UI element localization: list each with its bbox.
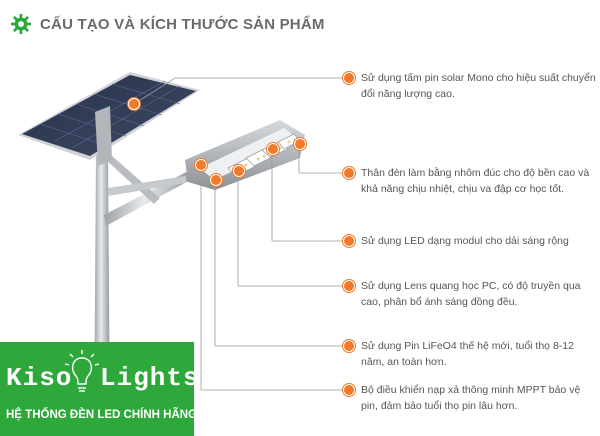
section-header: CẤU TẠO VÀ KÍCH THƯỚC SẢN PHẨM bbox=[10, 10, 325, 38]
callout-dot-lens bbox=[233, 165, 245, 177]
lamp-head bbox=[185, 120, 305, 190]
brand-tagline: HỆ THỐNG ĐÈN LED CHÍNH HÃNG bbox=[6, 409, 198, 421]
leader-lines bbox=[133, 77, 346, 391]
callout-dot-led bbox=[267, 143, 279, 155]
callout-dot-body bbox=[294, 138, 306, 150]
callout-dot-right-3 bbox=[343, 235, 355, 247]
callout-dot-battery bbox=[210, 174, 222, 186]
gear-icon bbox=[10, 13, 32, 35]
feature-lamp-body: Thân đèn làm bằng nhôm đúc cho độ bền ca… bbox=[361, 167, 590, 195]
feature-optical-lens: Sử dụng Lens quang học PC, có độ truyền … bbox=[361, 280, 581, 308]
page-title: CẤU TẠO VÀ KÍCH THƯỚC SẢN PHẨM bbox=[40, 15, 325, 33]
feature-led-module: Sử dụng LED dạng modul cho dải sáng rộng bbox=[361, 235, 569, 247]
callout-dot-panel bbox=[128, 98, 140, 110]
solar-panel bbox=[18, 72, 200, 166]
callout-dot-right-2 bbox=[343, 167, 355, 179]
callout-dot-right-1 bbox=[343, 72, 355, 84]
callout-dot-controller bbox=[195, 159, 207, 171]
feature-solar-panel: Sử dụng tấm pin solar Mono cho hiệu suất… bbox=[361, 72, 596, 100]
brand-name-right: Lights bbox=[100, 363, 200, 393]
callout-dot-right-5 bbox=[343, 340, 355, 352]
brand-name-left: Kiso bbox=[6, 363, 73, 393]
callout-dot-right-4 bbox=[343, 280, 355, 292]
bulb-icon bbox=[64, 350, 100, 392]
callout-dot-right-6 bbox=[343, 384, 355, 396]
brand-logo-panel bbox=[0, 342, 194, 436]
feature-controller: Bộ điều khiển nạp xả thông minh MPPT bảo… bbox=[361, 384, 581, 412]
feature-battery: Sử dụng Pin LiFeO4 thế hệ mới, tuổi thọ … bbox=[361, 340, 574, 368]
